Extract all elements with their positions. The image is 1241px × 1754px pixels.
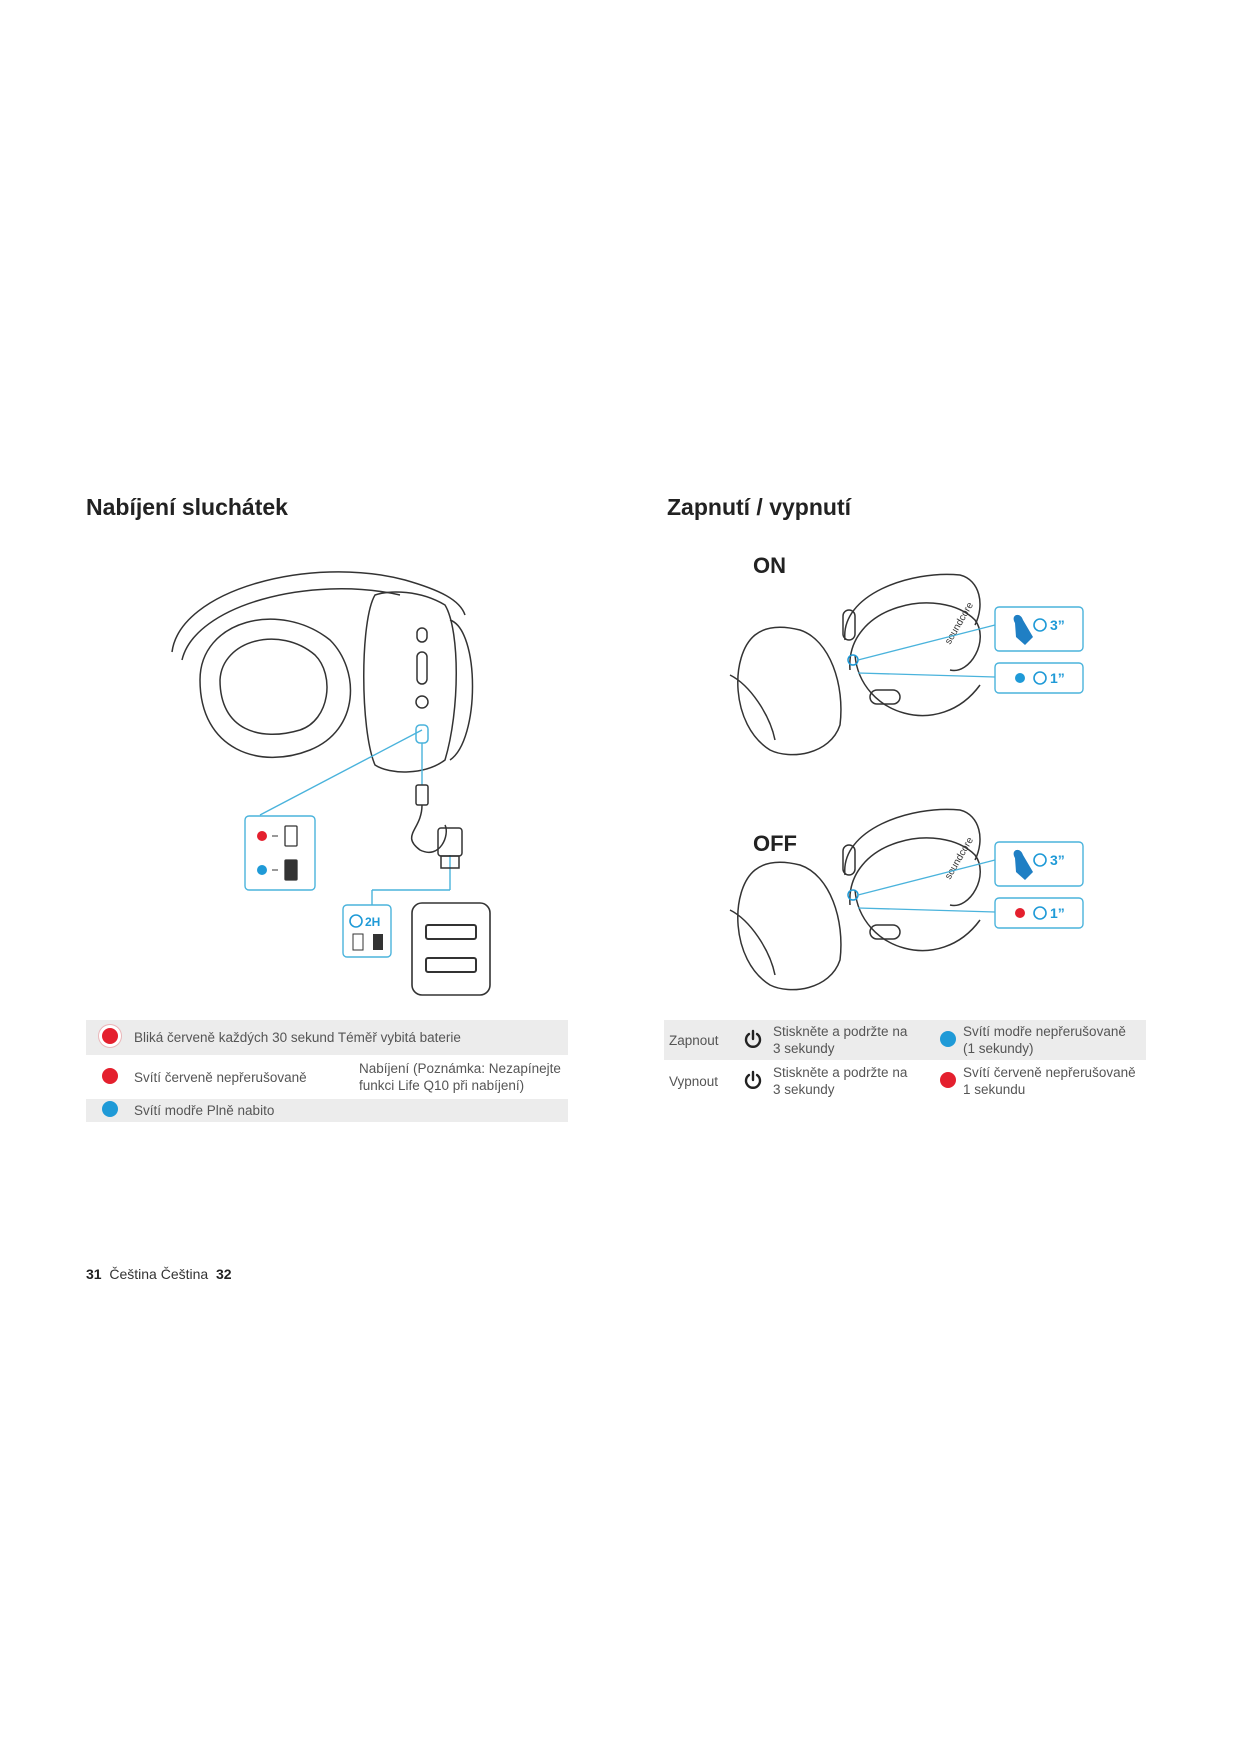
footer-text: Čeština Čeština: [109, 1266, 209, 1282]
power-on-illustration: soundcore 3” 1”: [729, 573, 1084, 756]
page-number-right: 32: [215, 1266, 232, 1282]
blue-led-icon: [102, 1101, 118, 1117]
hold-time-label: 3”: [1050, 617, 1065, 633]
action-label: Zapnout: [669, 1032, 719, 1048]
charging-heading: Nabíjení sluchátek: [86, 494, 288, 520]
legend-note-line: funkci Life Q10 při nabíjení): [359, 1078, 525, 1093]
legend-row: Svítí modře Plně nabito: [86, 1099, 568, 1122]
instruction-line: Stiskněte a podržte na: [773, 1024, 908, 1039]
power-icon: [744, 1070, 762, 1089]
power-row: Vypnout Stiskněte a podržte na 3 sekundy…: [664, 1060, 1146, 1102]
power-icon: [744, 1029, 762, 1048]
brand-logo: soundcore: [943, 600, 976, 646]
legend-text: Bliká červeně každých 30 sekund Téměř vy…: [134, 1030, 461, 1045]
red-led-icon: [940, 1071, 956, 1088]
blinking-red-led-icon: [102, 1028, 118, 1044]
led-status-line: (1 sekundy): [963, 1041, 1034, 1056]
charging-illustration: 2H: [171, 571, 491, 996]
legend-text: Svítí modře Plně nabito: [134, 1103, 275, 1118]
charging-legend-table: Bliká červeně každých 30 sekund Téměř vy…: [86, 1020, 568, 1122]
red-led-icon: [102, 1067, 118, 1084]
legend-note-line: Nabíjení (Poznámka: Nezapínejte: [359, 1061, 561, 1076]
power-table: Zapnout Stiskněte a podržte na 3 sekundy…: [664, 1020, 1146, 1102]
power-heading: Zapnutí / vypnutí: [667, 494, 851, 520]
legend-text: Svítí červeně nepřerušovaně: [134, 1069, 307, 1085]
page-number-left: 31: [86, 1266, 102, 1282]
charge-time-label: 2H: [365, 915, 380, 929]
off-label: OFF: [753, 831, 797, 856]
led-time-label: 1”: [1050, 905, 1065, 921]
instruction-line: Stiskněte a podržte na: [773, 1065, 908, 1080]
led-status-line: Svítí červeně nepřerušovaně: [963, 1065, 1136, 1080]
brand-logo: soundcore: [943, 835, 976, 881]
led-status-line: 1 sekundu: [963, 1082, 1026, 1097]
legend-row: Svítí červeně nepřerušovaně Nabíjení (Po…: [86, 1055, 568, 1099]
action-label: Vypnout: [669, 1073, 719, 1089]
hold-time-label: 3”: [1050, 852, 1065, 868]
instruction-line: 3 sekundy: [773, 1041, 835, 1056]
led-time-label: 1”: [1050, 670, 1065, 686]
on-label: ON: [753, 553, 786, 578]
power-off-illustration: soundcore 3” 1”: [729, 808, 1084, 991]
power-row: Zapnout Stiskněte a podržte na 3 sekundy…: [664, 1020, 1146, 1060]
instruction-line: 3 sekundy: [773, 1082, 835, 1097]
led-status-line: Svítí modře nepřerušovaně: [963, 1024, 1126, 1039]
page-footer: 31 Čeština Čeština 32: [86, 1266, 232, 1282]
blue-led-icon: [940, 1030, 956, 1047]
legend-row: Bliká červeně každých 30 sekund Téměř vy…: [86, 1020, 568, 1055]
